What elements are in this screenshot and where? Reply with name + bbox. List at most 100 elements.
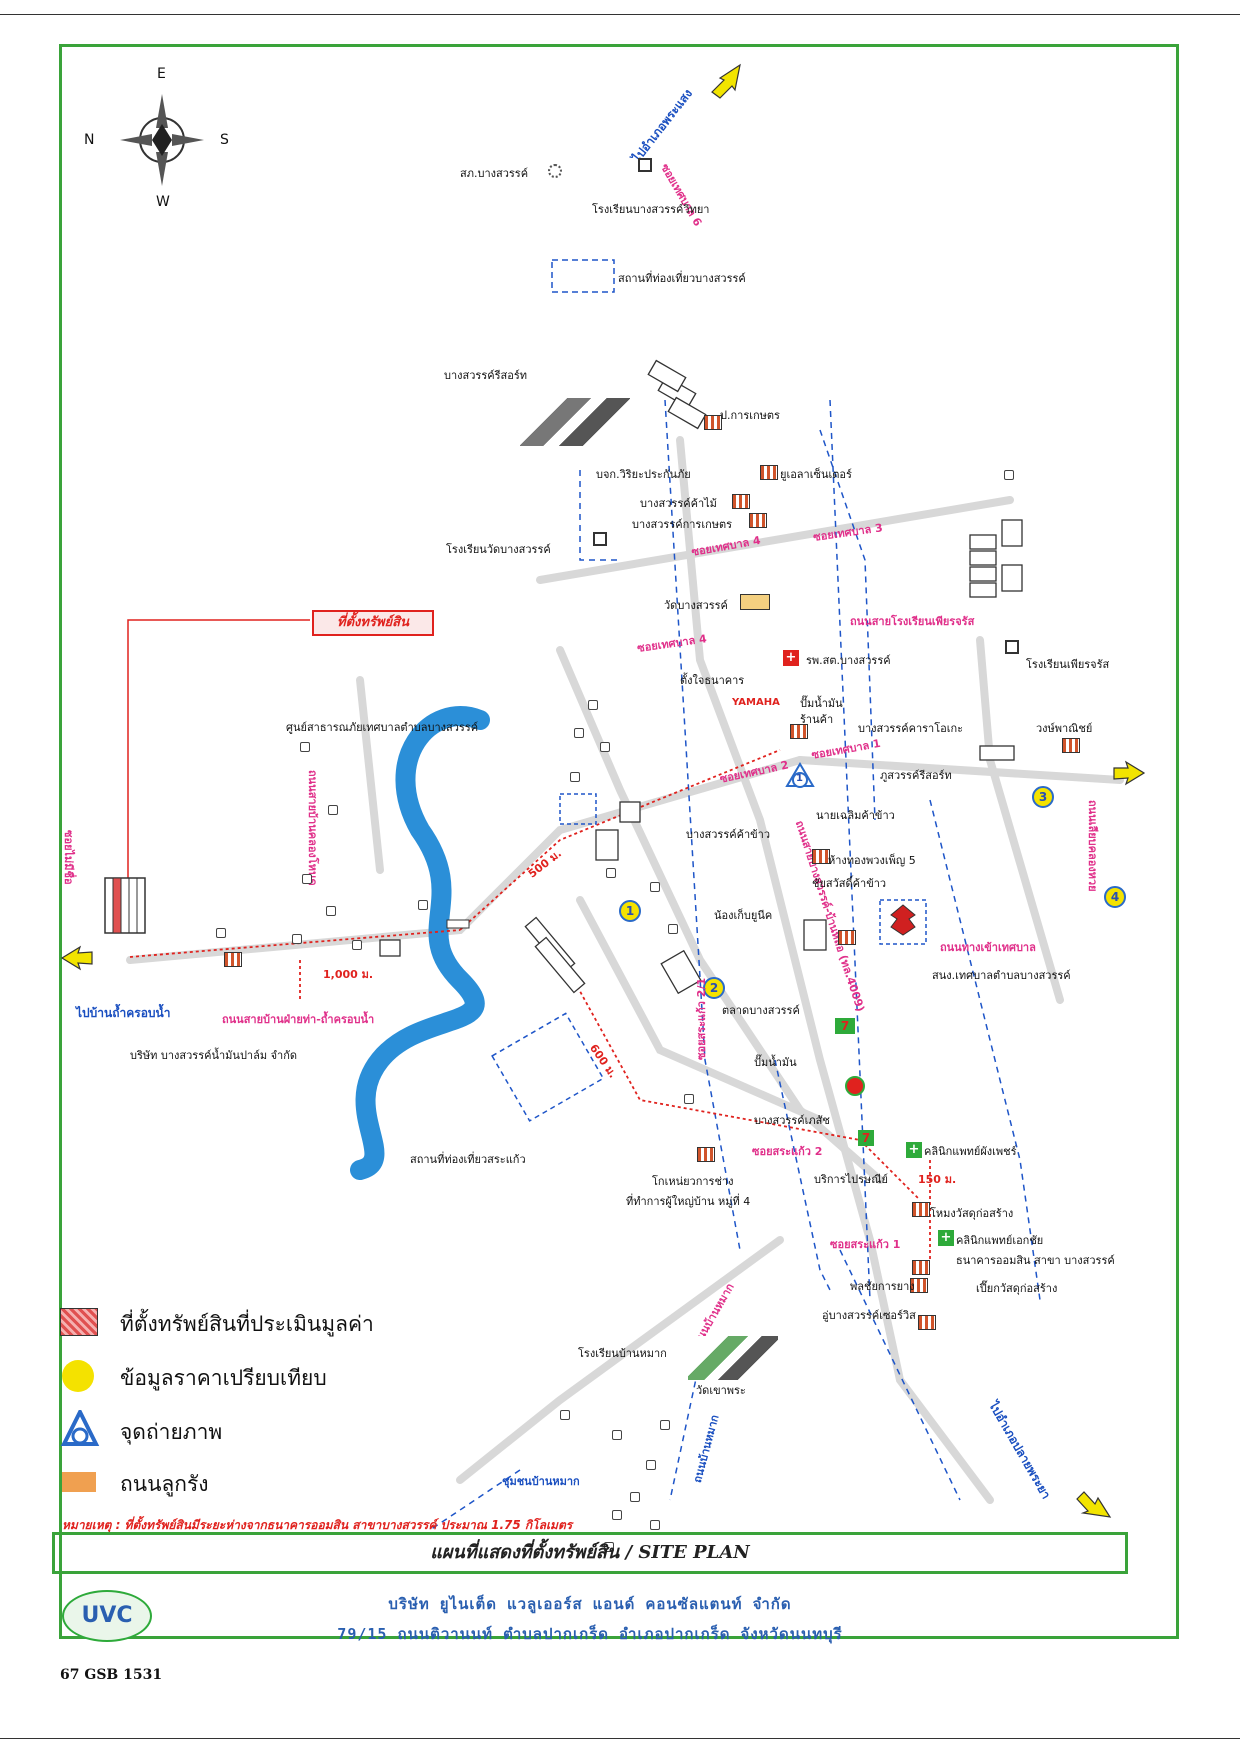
company-logo: UVC bbox=[62, 1590, 152, 1642]
shop-icon bbox=[749, 513, 767, 528]
house-icon bbox=[302, 874, 312, 884]
distance-150: 150 ม. bbox=[918, 1173, 957, 1186]
label-rr-ban-mak: โรงเรียนบ้านหมาก bbox=[578, 1347, 667, 1360]
title-box: แผนที่แสดงที่ตั้งทรัพย์สิน / SITE PLAN bbox=[52, 1532, 1128, 1574]
compass-west: W bbox=[156, 194, 170, 210]
comparable-number: 3 bbox=[1038, 790, 1048, 804]
rescue-center-box bbox=[559, 793, 597, 825]
house-icon bbox=[630, 1492, 640, 1502]
route-lines bbox=[129, 749, 931, 1260]
road-ban-fai-tha: ถนนสายบ้านฝ่ายท่า-ถ้ำครอบน้ำ bbox=[222, 1013, 375, 1026]
house-icon bbox=[418, 900, 428, 910]
shop-icon bbox=[732, 494, 750, 509]
shop-icon bbox=[910, 1278, 928, 1293]
label-u-bangsawan: อู่บางสวรรค์เซอร์วิส bbox=[822, 1309, 916, 1322]
fuel-icon bbox=[845, 1076, 865, 1096]
label-tourist-bangsawan: สถานที่ท่องเที่ยวบางสวรรค์ bbox=[618, 272, 746, 285]
subject-label: ที่ตั้งทรัพย์สิน bbox=[312, 610, 434, 636]
municipal-box bbox=[879, 899, 927, 945]
temple-icon bbox=[740, 594, 770, 610]
label-borikan: บริการไปรษณีย์ bbox=[814, 1173, 888, 1186]
company-name: บริษัท ยูไนเต็ด แวลูเออร์ส แอนด์ คอนซัลแ… bbox=[388, 1595, 792, 1613]
label-rr-wat-bangsawan: โรงเรียนวัดบางสวรรค์ bbox=[446, 543, 551, 556]
label-phu-sawan-resort: ภูสวรรค์รีสอร์ท bbox=[880, 769, 952, 782]
label-wat-khao-phra: วัดเขาพระ bbox=[696, 1384, 746, 1397]
tourist-boundary-bangsawan bbox=[551, 259, 615, 293]
legend-label: ข้อมูลราคาเปรียบเทียบ bbox=[120, 1366, 327, 1390]
label-piak-wasadu: เปี๊ยกวัสดุก่อสร้าง bbox=[976, 1282, 1058, 1295]
house-icon bbox=[574, 728, 584, 738]
shop-icon bbox=[790, 724, 808, 739]
shop-icon bbox=[697, 1147, 715, 1162]
shop-icon bbox=[760, 465, 778, 480]
label-hang-thong: ห้างทองพวงเพ็ญ 5 bbox=[828, 854, 916, 867]
doc-code: 67 GSB 1531 bbox=[60, 1667, 163, 1683]
land-blocks bbox=[379, 359, 1023, 995]
label-clinic-2: คลินิกแพทย์เอกชัย bbox=[956, 1234, 1044, 1247]
school-icon bbox=[1005, 640, 1019, 654]
legend-swatch-circle bbox=[62, 1360, 94, 1392]
house-icon bbox=[292, 934, 302, 944]
direction-tham-rop-nam: ไปบ้านถ้ำครอบน้ำ bbox=[76, 1006, 171, 1020]
label-bangsawan-kasem: บางสวรรค์เภสัช bbox=[754, 1114, 830, 1127]
distance-1000: 1,000 ม. bbox=[323, 968, 374, 981]
compass-north: N bbox=[84, 132, 95, 148]
shop-icon bbox=[1062, 738, 1080, 753]
mountain-icon bbox=[520, 398, 630, 446]
house-icon bbox=[650, 882, 660, 892]
label-sk-bangsawan: สภ.บางสวรรค์ bbox=[460, 167, 529, 180]
subject-parcel bbox=[104, 877, 146, 934]
comparable-marker-1: 1 bbox=[619, 900, 641, 922]
hospital-icon: + bbox=[783, 650, 799, 666]
comparable-number: 2 bbox=[709, 981, 719, 995]
label-bangsawan-kan-kaset: บางสวรรค์การเกษตร bbox=[632, 518, 733, 531]
house-icon bbox=[600, 742, 610, 752]
house-icon bbox=[570, 772, 580, 782]
store-icon: 7 bbox=[858, 1130, 874, 1146]
house-icon bbox=[650, 1520, 660, 1530]
label-rph-bangsawan: รพ.สต.บางสวรรค์ bbox=[806, 654, 891, 667]
house-icon bbox=[216, 928, 226, 938]
road-nongkhlo: ถนนเลียบคลองหวย bbox=[1086, 800, 1099, 892]
school-icon bbox=[638, 158, 652, 172]
legend-label: จุดถ่ายภาพ bbox=[120, 1420, 223, 1444]
legend-swatch-bar bbox=[62, 1472, 96, 1492]
legend-swatch-hatch bbox=[60, 1308, 98, 1336]
photo-point-marker bbox=[785, 762, 815, 788]
label-po-kaset: ป.การเกษตร bbox=[720, 409, 780, 422]
school-icon bbox=[593, 532, 607, 546]
label-naichaloem: นายเฉลิมค้าข้าว bbox=[816, 809, 895, 822]
label-hong-wasadu: โหมงวัสดุก่อสร้าง bbox=[930, 1207, 1014, 1220]
house-icon bbox=[684, 1094, 694, 1104]
label-chai-sawat: ชัยสวัสดิ์ค้าข้าว bbox=[812, 877, 887, 890]
clinic-icon: + bbox=[938, 1230, 954, 1246]
label-pump: ปั๊มน้ำมัน bbox=[800, 697, 843, 710]
label-tourist-sa-kaeo: สถานที่ท่องเที่ยวสระแก้ว bbox=[410, 1153, 526, 1166]
label-u-la-center: ยูเอลาเซ็นเตอร์ bbox=[780, 468, 852, 481]
comparable-marker-2: 2 bbox=[703, 977, 725, 999]
subject-label-text: ที่ตั้งทรัพย์สิน bbox=[337, 615, 409, 630]
bridge bbox=[446, 919, 470, 929]
comparable-marker-3: 3 bbox=[1032, 786, 1054, 808]
page-title: แผนที่แสดงที่ตั้งทรัพย์สิน / SITE PLAN bbox=[430, 1542, 750, 1563]
road-sai-rongrian: ถนนสายโรงเรียนเพียรจรัส bbox=[850, 615, 975, 628]
compass-rose: E W N S bbox=[84, 66, 229, 212]
comparable-number: 4 bbox=[1110, 890, 1120, 904]
label-company-palm: บริษัท บางสวรรค์น้ำมันปาล์ม จำกัด bbox=[130, 1049, 298, 1062]
dashed-boundaries bbox=[429, 399, 1041, 1531]
compass-east: E bbox=[157, 66, 166, 82]
house-icon bbox=[606, 868, 616, 878]
house-icon bbox=[612, 1510, 622, 1520]
label-wat-bangsawan: วัดบางสวรรค์ bbox=[664, 599, 728, 612]
label-clinic-1: คลินิกแพทย์ผังเพชร์ bbox=[924, 1145, 1017, 1158]
road-soi-sa-kaeo-2: ซอยสระแก้ว 2 bbox=[752, 1145, 823, 1158]
shop-icon bbox=[918, 1315, 936, 1330]
house-icon bbox=[352, 940, 362, 950]
shop-icon bbox=[838, 930, 856, 945]
market-icon: 7 bbox=[835, 1018, 855, 1034]
label-bangsawan-karaoke: บางสวรรค์คาราโอเกะ bbox=[858, 722, 964, 735]
compass-south: S bbox=[220, 132, 229, 148]
road-thang-khao: ถนนทางเข้าเทศบาล bbox=[940, 941, 1036, 954]
photo-point-number: 1 bbox=[796, 773, 803, 784]
house-icon bbox=[1004, 470, 1014, 480]
